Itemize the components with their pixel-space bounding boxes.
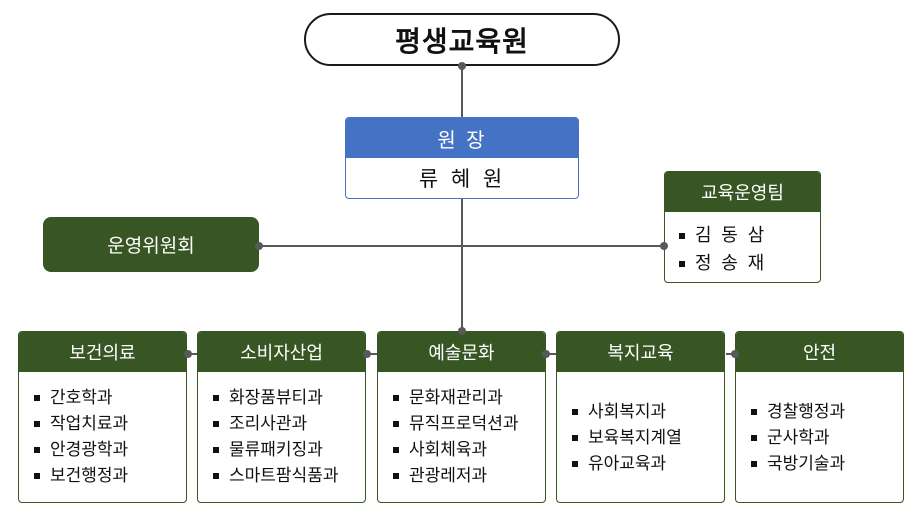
- bullet-icon: [213, 421, 219, 427]
- connector-dot: [660, 242, 668, 250]
- list-item: 작업치료과: [34, 411, 186, 437]
- list-item: 물류패키징과: [213, 437, 365, 463]
- list-item: 사회복지과: [572, 399, 724, 425]
- list-item: 화장품뷰티과: [213, 385, 365, 411]
- team-label: 교육운영팀: [665, 172, 820, 212]
- dept-consumer: 소비자산업 화장품뷰티과 조리사관과 물류패키징과 스마트팜식품과: [197, 331, 366, 503]
- connector-dot: [731, 350, 739, 358]
- list-item: 문화재관리과: [393, 385, 545, 411]
- bullet-icon: [393, 473, 399, 479]
- dept-welfare: 복지교육 사회복지과 보육복지계열 유아교육과: [556, 331, 725, 503]
- bullet-icon: [679, 233, 685, 239]
- dept-course-list: 화장품뷰티과 조리사관과 물류패키징과 스마트팜식품과: [198, 372, 365, 489]
- list-item: 군사학과: [751, 425, 903, 451]
- bullet-icon: [751, 409, 757, 415]
- connector-dot: [363, 350, 371, 358]
- connector-dot: [458, 62, 466, 70]
- list-item: 경찰행정과: [751, 399, 903, 425]
- dept-label: 보건의료: [19, 332, 186, 372]
- list-item: 사회체육과: [393, 437, 545, 463]
- list-item: 관광레저과: [393, 463, 545, 489]
- director-name: 류 혜 원: [418, 167, 506, 191]
- connector-dot: [255, 242, 263, 250]
- connector-dot: [542, 350, 550, 358]
- connector-dot: [184, 350, 192, 358]
- bullet-icon: [34, 473, 40, 479]
- list-item: 정 송 재: [679, 250, 820, 278]
- dept-course-list: 경찰행정과 군사학과 국방기술과: [736, 372, 903, 477]
- list-item: 뮤직프로덕션과: [393, 411, 545, 437]
- bullet-icon: [34, 421, 40, 427]
- dept-course-list: 간호학과 작업치료과 안경광학과 보건행정과: [19, 372, 186, 489]
- list-item: 스마트팜식품과: [213, 463, 365, 489]
- bullet-icon: [34, 395, 40, 401]
- team-box: 교육운영팀 김 동 삼 정 송 재: [664, 171, 821, 283]
- dept-label: 소비자산업: [198, 332, 365, 372]
- list-item: 보육복지계열: [572, 425, 724, 451]
- dept-label: 안전: [736, 332, 903, 372]
- list-item: 간호학과: [34, 385, 186, 411]
- dept-course-list: 사회복지과 보육복지계열 유아교육과: [557, 372, 724, 477]
- bullet-icon: [393, 395, 399, 401]
- bullet-icon: [679, 261, 685, 267]
- list-item: 김 동 삼: [679, 222, 820, 250]
- director-label: 원 장: [346, 118, 578, 158]
- dept-safety: 안전 경찰행정과 군사학과 국방기술과: [735, 331, 904, 503]
- list-item: 조리사관과: [213, 411, 365, 437]
- bullet-icon: [213, 395, 219, 401]
- bullet-icon: [393, 447, 399, 453]
- connector-dot: [458, 327, 466, 335]
- dept-health: 보건의료 간호학과 작업치료과 안경광학과 보건행정과: [18, 331, 187, 503]
- bullet-icon: [393, 421, 399, 427]
- dept-label: 복지교육: [557, 332, 724, 372]
- bullet-icon: [751, 461, 757, 467]
- list-item: 유아교육과: [572, 451, 724, 477]
- list-item: 국방기술과: [751, 451, 903, 477]
- bullet-icon: [213, 473, 219, 479]
- list-item: 안경광학과: [34, 437, 186, 463]
- committee-box: 운영위원회: [43, 217, 259, 272]
- dept-label: 예술문화: [378, 332, 545, 372]
- bullet-icon: [34, 447, 40, 453]
- dept-course-list: 문화재관리과 뮤직프로덕션과 사회체육과 관광레저과: [378, 372, 545, 489]
- list-item: 보건행정과: [34, 463, 186, 489]
- institute-title: 평생교육원: [304, 13, 620, 66]
- bullet-icon: [751, 435, 757, 441]
- bullet-icon: [572, 409, 578, 415]
- bullet-icon: [572, 435, 578, 441]
- bullet-icon: [572, 461, 578, 467]
- bullet-icon: [213, 447, 219, 453]
- dept-arts: 예술문화 문화재관리과 뮤직프로덕션과 사회체육과 관광레저과: [377, 331, 546, 503]
- team-member-list: 김 동 삼 정 송 재: [665, 212, 820, 278]
- director-box: 원 장 류 혜 원: [345, 117, 579, 199]
